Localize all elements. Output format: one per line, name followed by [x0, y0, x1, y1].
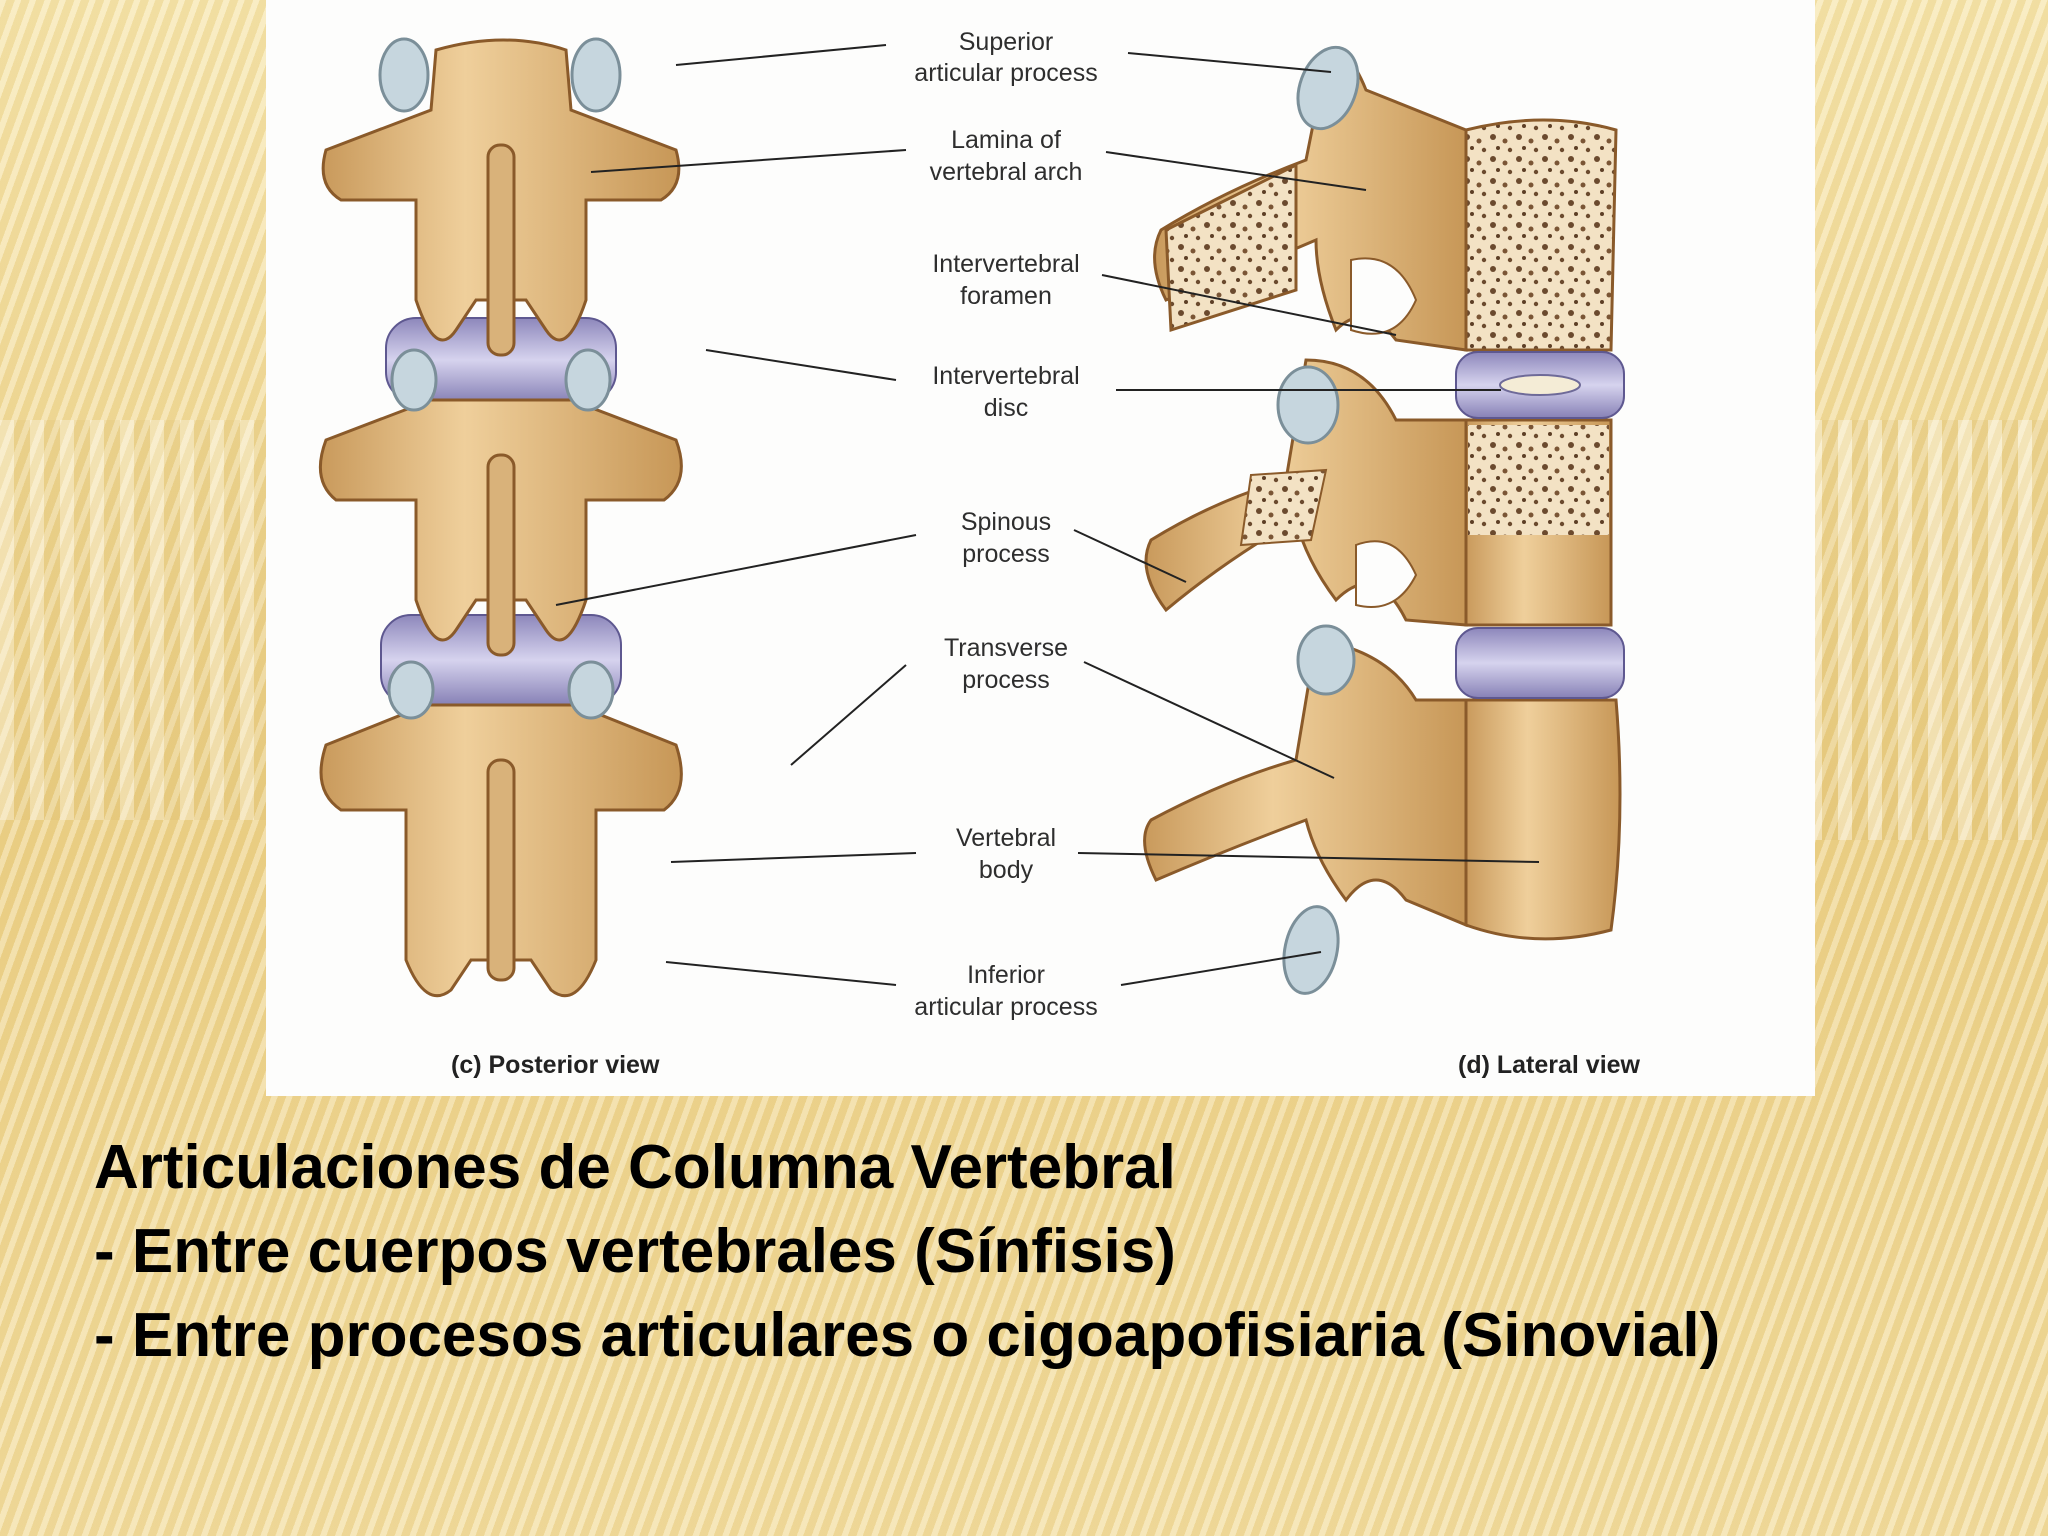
slide-bullet-synovial: - Entre procesos articulares o cigoapofi…: [94, 1301, 1721, 1370]
label-disc-2: disc: [984, 394, 1028, 422]
label-spinous-2: process: [962, 540, 1050, 568]
background-stripes-left: [0, 420, 270, 820]
background-stripes-right: [1808, 420, 2048, 840]
label-body-2: body: [979, 856, 1034, 884]
lateral-body-1: [1464, 118, 1618, 352]
posterior-view-drawing: [318, 37, 683, 998]
posterior-vertebra-3: [319, 660, 683, 998]
slide-bullet-symphysis: - Entre cuerpos vertebrales (Sínfisis): [94, 1217, 1176, 1286]
label-lamina-2: vertebral arch: [930, 158, 1083, 186]
label-superior-articular-2: articular process: [914, 59, 1097, 87]
slide-text: Articulaciones de Columna Vertebral - En…: [94, 1126, 1994, 1378]
lateral-disc-2: [1455, 627, 1625, 699]
label-superior-articular-1: Superior: [959, 28, 1054, 56]
lateral-body-3: [1464, 698, 1622, 941]
label-body-1: Vertebral: [956, 824, 1056, 852]
label-foramen-2: foramen: [960, 282, 1052, 310]
lateral-view-drawing: [1143, 45, 1625, 995]
caption-lateral-view: (d) Lateral view: [1458, 1051, 1641, 1079]
vertebral-column-figure: Superior articular process Lamina of ver…: [266, 0, 1815, 1096]
slide-title: Articulaciones de Columna Vertebral: [94, 1133, 1176, 1202]
caption-posterior-view: (c) Posterior view: [451, 1051, 660, 1079]
figure-labels: Superior articular process Lamina of ver…: [914, 28, 1097, 1021]
label-inferior-articular-2: articular process: [914, 993, 1097, 1021]
label-inferior-articular-1: Inferior: [967, 961, 1045, 989]
figure-svg: Superior articular process Lamina of ver…: [318, 28, 1641, 1079]
leader-lines: [555, 44, 1540, 986]
label-foramen-1: Intervertebral: [932, 250, 1079, 278]
label-disc-1: Intervertebral: [932, 362, 1079, 390]
posterior-vertebra-2: [318, 348, 683, 657]
label-transverse-2: process: [962, 666, 1050, 694]
label-lamina-1: Lamina of: [951, 126, 1061, 154]
posterior-vertebra-1: [321, 37, 681, 357]
label-spinous-1: Spinous: [961, 508, 1051, 536]
label-transverse-1: Transverse: [944, 634, 1068, 662]
